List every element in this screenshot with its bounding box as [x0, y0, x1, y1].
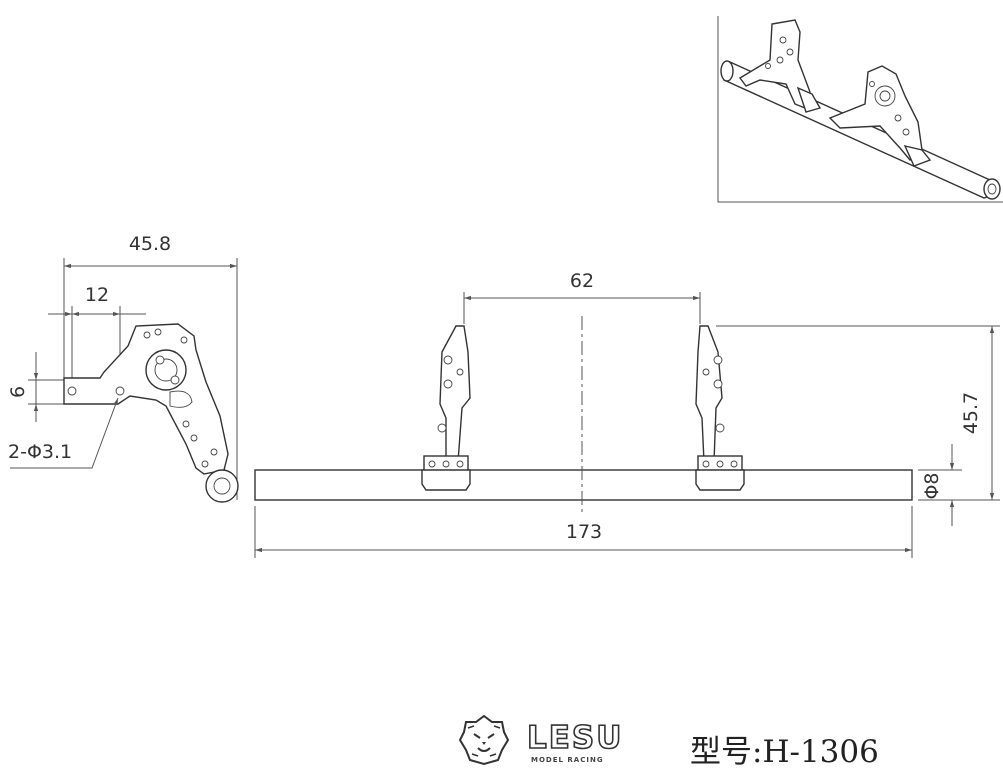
- dim-bracket-spacing: 62: [570, 270, 594, 292]
- front-view-assembly: [254, 292, 1000, 558]
- dim-hole-note: 2-Φ3.1: [8, 441, 72, 463]
- side-view-bracket: [10, 258, 239, 503]
- dim-rod-length: 173: [566, 521, 602, 543]
- dim-rod-diameter: Φ8: [921, 472, 943, 499]
- brand-logo: LESU: [526, 719, 624, 757]
- model-number: 型号:H-1306: [690, 734, 879, 770]
- brand-subtitle: MODEL RACING: [531, 756, 604, 764]
- dim-total-height: 45.7: [960, 392, 982, 434]
- dim-hole-height: 6: [7, 386, 29, 398]
- isometric-inset: [717, 16, 1003, 203]
- dim-overall-width: 45.8: [129, 233, 171, 255]
- lion-head-icon: [458, 714, 510, 766]
- dim-hole-offset: 12: [85, 284, 109, 306]
